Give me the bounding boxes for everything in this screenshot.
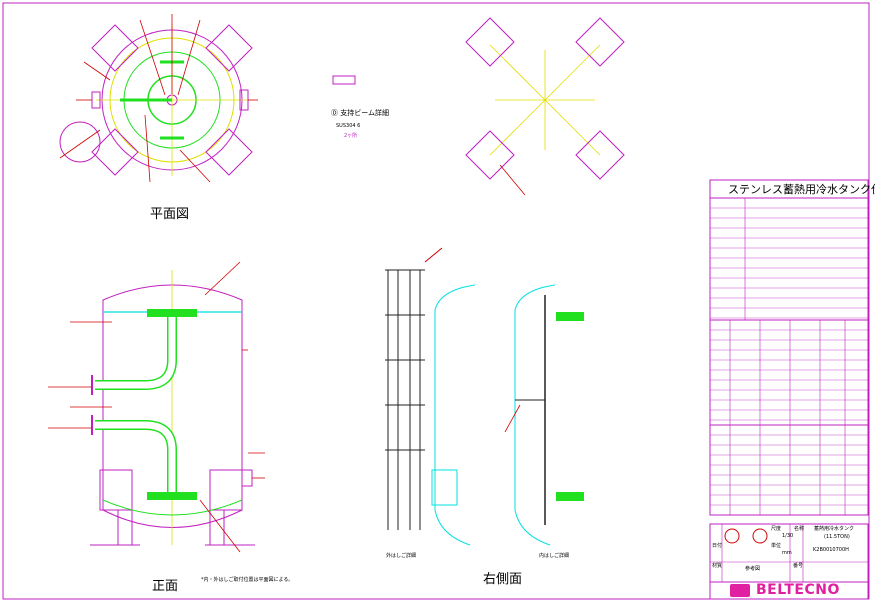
- leg-layout: [465, 17, 625, 196]
- drawing-number: K2B0010700H: [813, 547, 849, 553]
- material-label: 材質: [712, 563, 723, 569]
- front-view: [90, 270, 255, 546]
- scale-label: 尺度: [771, 526, 782, 532]
- spec-table: [709, 179, 869, 516]
- spec-title: ステンレス蓄熱用冷水タンク仕様: [728, 183, 875, 196]
- unit-label: 単位: [771, 543, 782, 549]
- company-logo-mark: [730, 584, 750, 597]
- scale-value: 1/30: [782, 533, 794, 539]
- plan-leaders: [59, 14, 258, 183]
- reference-label: 参考図: [745, 566, 761, 572]
- outer-ladder-label: 外はしご詳細: [386, 553, 417, 559]
- plan-view-title: 平面図: [150, 207, 190, 222]
- front-leaders: [48, 261, 265, 553]
- support-beam-detail: [332, 75, 356, 85]
- title-block: [709, 523, 869, 600]
- support-beam-qty: 2ヶ所: [344, 133, 358, 139]
- title-block-circle-1: [724, 528, 740, 544]
- plan-ladder-platform: [59, 121, 101, 163]
- side-view-title: 右側面: [483, 572, 523, 587]
- inner-ladder-label: 内はしご詳細: [539, 553, 570, 559]
- drawing-name-line1: 蓄熱用冷水タンク: [814, 526, 855, 532]
- spec-rows: [710, 207, 868, 506]
- company-brand: BELTECNO: [756, 582, 840, 598]
- outer-ladder: [385, 269, 425, 530]
- front-view-title: 正面: [152, 579, 179, 594]
- front-view-note: *内・外はしご取付位置は平面図による。: [201, 577, 294, 583]
- name-label: 名称: [794, 526, 805, 532]
- support-beam-material: SUS304 6: [336, 123, 361, 129]
- title-block-circle-2: [752, 528, 768, 544]
- upper-diffuser: [147, 309, 197, 317]
- date-label: 日付: [712, 543, 723, 549]
- drawing-name-line2: (11.5TON): [824, 534, 850, 540]
- number-label: 番号: [793, 563, 804, 569]
- side-view: [385, 247, 584, 546]
- unit-value: mm: [782, 550, 792, 556]
- lower-diffuser: [147, 492, 197, 500]
- support-beam-label: Ⓓ 支持ビーム詳細: [331, 109, 390, 117]
